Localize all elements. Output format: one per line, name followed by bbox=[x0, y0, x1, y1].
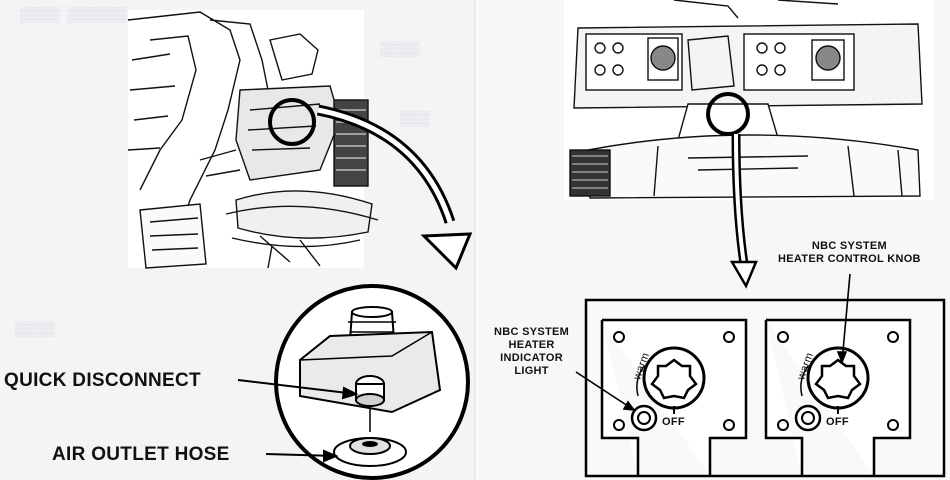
heater-indicator-light-right bbox=[794, 404, 822, 432]
leader-lines bbox=[575, 273, 851, 411]
off-label-left: OFF bbox=[662, 416, 685, 428]
quick-disconnect-detail bbox=[274, 284, 470, 480]
vehicle-interior-illustration bbox=[127, 10, 473, 480]
highlight-circle bbox=[706, 92, 750, 136]
bleed-through-text: ▒▒▒▒ bbox=[15, 320, 55, 336]
control-panel-illustration bbox=[564, 0, 946, 478]
bleed-through-text: ▒▒▒▒ bbox=[380, 40, 420, 56]
bleed-through-text: ▒▒▒ bbox=[400, 110, 430, 126]
heater-control-knob-left bbox=[636, 346, 706, 414]
leader-lines bbox=[237, 379, 359, 463]
heater-control-knob-right bbox=[800, 346, 870, 414]
heater-indicator-light-label: NBC SYSTEM HEATER INDICATOR LIGHT bbox=[494, 326, 570, 377]
interior-photo bbox=[564, 0, 934, 200]
off-label-right: OFF bbox=[826, 416, 849, 428]
left-page: ▒▒▒▒ ▒▒▒▒▒▒ ▒▒▒▒ ▒▒▒ ▒▒▒▒ bbox=[0, 0, 478, 480]
quick-disconnect-label: QUICK DISCONNECT bbox=[4, 370, 201, 391]
heater-indicator-light-left bbox=[630, 404, 658, 432]
right-page: warm OFF warm OFF NBC SYSTEM HEATER CONT… bbox=[478, 0, 950, 480]
highlight-circle bbox=[268, 98, 316, 146]
heater-control-panel bbox=[584, 298, 946, 478]
interior-photo bbox=[127, 10, 379, 269]
heater-control-knob-label: NBC SYSTEM HEATER CONTROL KNOB bbox=[778, 240, 921, 265]
curved-arrow bbox=[729, 133, 758, 289]
air-outlet-hose-label: AIR OUTLET HOSE bbox=[52, 444, 230, 465]
curved-arrow bbox=[316, 104, 473, 271]
bleed-through-text: ▒▒▒▒ ▒▒▒▒▒▒ bbox=[20, 6, 127, 22]
